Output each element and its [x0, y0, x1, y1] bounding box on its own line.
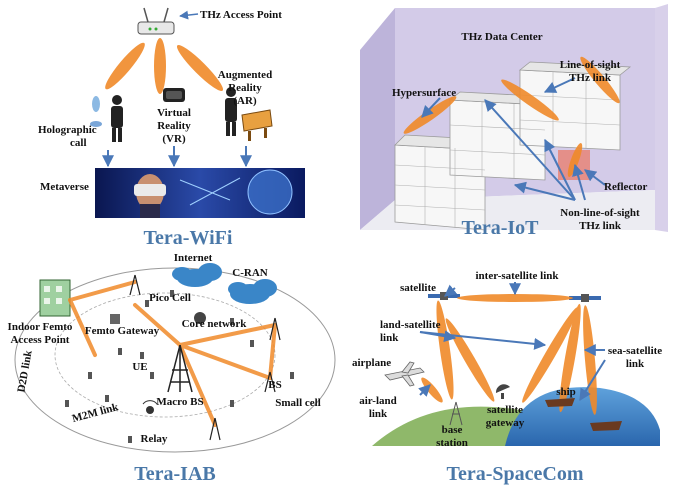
- spacecom-arrows: [418, 282, 606, 402]
- label-nlos-2: THz link: [579, 220, 622, 232]
- coverage-inner: [54, 292, 276, 418]
- iot-arrows: [421, 77, 606, 201]
- label-land-satellite-1: land-satellite: [380, 319, 441, 331]
- label-thz-data-center: THz Data Center: [461, 31, 542, 43]
- core-network-icon: [194, 312, 206, 324]
- ue-devices: [65, 290, 294, 443]
- label-indoor-1: Indoor Femto: [8, 321, 73, 333]
- label-satellite-gateway-1: satellite: [487, 404, 523, 416]
- label-core-network: Core network: [182, 318, 248, 330]
- label-satellite: satellite: [400, 282, 436, 294]
- satellite-right-icon: [569, 294, 601, 302]
- label-macro-bs: Macro BS: [156, 396, 203, 408]
- cran-cloud-icon: [228, 279, 277, 304]
- room-left-wall: [360, 8, 395, 230]
- label-nlos-1: Non-line-of-sight: [560, 207, 640, 219]
- label-land-satellite-2: link: [380, 332, 399, 344]
- panel-tera-iab: Internet C-RAN Pico Cell Femto Gateway C…: [8, 252, 336, 485]
- thz-access-point-icon: [137, 7, 175, 35]
- label-ar-1: Augmented: [218, 69, 272, 81]
- label-ship: ship: [556, 386, 576, 398]
- label-vr-3: (VR): [162, 133, 186, 145]
- coverage-outer: [14, 267, 336, 453]
- label-ar-2: Reality: [228, 82, 262, 94]
- label-internet: Internet: [174, 252, 213, 264]
- label-vr-2: Reality: [157, 120, 191, 132]
- ship-icon: [545, 398, 622, 431]
- label-ue: UE: [132, 361, 147, 373]
- label-holographic-call-2: call: [70, 137, 87, 149]
- label-sea-satellite-1: sea-satellite: [608, 345, 662, 357]
- satellite-gateway-icon: [495, 384, 510, 399]
- macro-bs-tower-icon: [167, 344, 193, 393]
- airplane-icon: [384, 361, 425, 387]
- title-tera-spacecom: Tera-SpaceCom: [446, 463, 583, 485]
- room-right-edge: [655, 4, 668, 232]
- label-femto-gateway: Femto Gateway: [85, 325, 160, 337]
- label-indoor-2: Access Point: [11, 334, 70, 346]
- label-m2m: M2M link: [71, 401, 121, 425]
- label-holographic-call-1: Holographic: [38, 124, 97, 136]
- label-metaverse: Metaverse: [40, 181, 89, 193]
- label-air-land-1: air-land: [359, 395, 397, 407]
- label-base-station-2: station: [436, 437, 468, 449]
- relay-icon: [142, 400, 158, 414]
- ar-user-icon: [225, 87, 273, 141]
- label-reflector: Reflector: [604, 181, 647, 193]
- vr-headset-icon: [163, 88, 185, 102]
- base-station-icon: [449, 401, 463, 426]
- label-sea-satellite-2: link: [626, 358, 645, 370]
- label-relay: Relay: [141, 433, 168, 445]
- panel-tera-spacecom: inter-satellite link satellite land-sate…: [352, 270, 662, 485]
- label-base-station-1: base: [442, 424, 463, 436]
- label-bs: BS: [268, 379, 281, 391]
- sea-area: [505, 387, 660, 446]
- label-hypersurface: Hypersurface: [392, 87, 456, 99]
- femto-gateway-icon: [110, 314, 120, 324]
- label-inter-satellite-link: inter-satellite link: [476, 270, 560, 282]
- label-airplane: airplane: [352, 357, 391, 369]
- title-tera-iab: Tera-IAB: [134, 463, 215, 485]
- wifi-beams: [105, 38, 224, 94]
- label-satellite-gateway-2: gateway: [486, 417, 525, 429]
- holographic-user-icon: [90, 95, 123, 142]
- title-tera-wifi: Tera-WiFi: [144, 227, 233, 249]
- label-d2d: D2D link: [15, 349, 34, 394]
- panel-tera-iot: THz Data Center Hypersurface Line-of-sig…: [360, 4, 668, 239]
- panel-tera-wifi: THz Access Point: [38, 7, 305, 249]
- spacecom-beams: [421, 294, 597, 415]
- label-los-2: THz link: [569, 72, 612, 84]
- label-vr-1: Virtual: [157, 107, 191, 119]
- metaverse-image: [95, 168, 305, 218]
- label-small-cell: Small cell: [275, 397, 321, 409]
- title-tera-iot: Tera-IoT: [461, 217, 539, 239]
- indoor-building-icon: [39, 279, 71, 317]
- label-pico-cell: Pico Cell: [149, 292, 191, 304]
- internet-cloud-icon: [172, 263, 222, 287]
- small-cell-tower-icon: [129, 274, 281, 441]
- label-thz-access-point: THz Access Point: [200, 9, 282, 21]
- label-los-1: Line-of-sight: [560, 59, 621, 71]
- label-air-land-2: link: [369, 408, 388, 420]
- iab-backhaul-links: [68, 280, 277, 427]
- label-cran: C-RAN: [232, 267, 267, 279]
- label-ar-3: (AR): [233, 95, 257, 107]
